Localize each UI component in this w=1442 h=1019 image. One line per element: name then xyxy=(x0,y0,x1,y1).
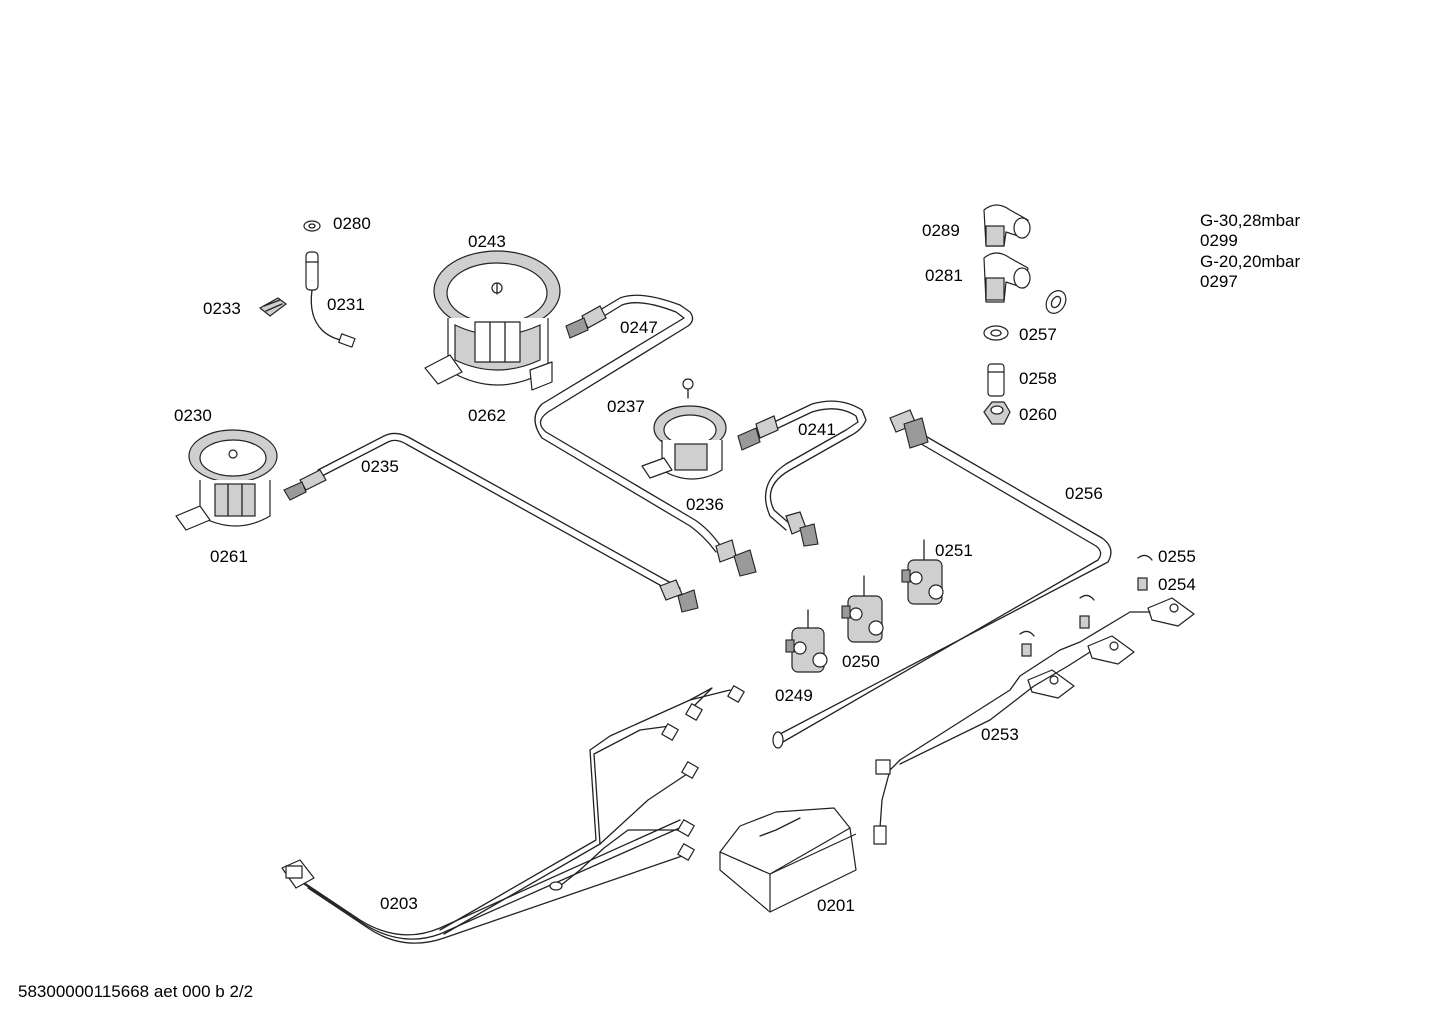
label-0233: 0233 xyxy=(203,299,241,318)
label-0247: 0247 xyxy=(620,318,658,337)
part-0254-spring xyxy=(1021,577,1148,657)
gas-variant-g20-part: 0297 xyxy=(1200,272,1238,291)
part-0251-gas-tap xyxy=(901,539,944,605)
part-0201-ignition-module xyxy=(719,807,857,913)
part-0253-ignition-switch-harness xyxy=(873,597,1195,845)
label-0250: 0250 xyxy=(842,652,880,671)
label-0243: 0243 xyxy=(468,232,506,251)
label-0280: 0280 xyxy=(333,214,371,233)
part-0247-gas-pipe xyxy=(534,294,757,577)
part-0230-burner-cap-left xyxy=(188,429,278,483)
label-0254: 0254 xyxy=(1158,575,1196,594)
part-0280-washer xyxy=(303,220,321,232)
label-0260: 0260 xyxy=(1019,405,1057,424)
label-0241: 0241 xyxy=(798,420,836,439)
label-0230: 0230 xyxy=(174,406,212,425)
label-0231: 0231 xyxy=(327,295,365,314)
part-0262-burner-base-large xyxy=(424,318,553,391)
label-0262: 0262 xyxy=(468,406,506,425)
part-0256-gas-rail xyxy=(772,409,1112,749)
part-0231-thermocouple xyxy=(305,251,356,348)
part-0257-washer xyxy=(983,325,1009,341)
label-0257: 0257 xyxy=(1019,325,1057,344)
label-0255: 0255 xyxy=(1158,547,1196,566)
part-0261-burner-base-left xyxy=(175,480,271,531)
label-0281: 0281 xyxy=(925,266,963,285)
part-0289-elbow xyxy=(983,204,1031,247)
label-0203: 0203 xyxy=(380,894,418,913)
part-0249-gas-tap xyxy=(785,609,828,673)
document-reference-footer: 58300000115668 aet 000 b 2/2 xyxy=(18,982,254,1001)
gas-variant-g30-label: G-30,28mbar xyxy=(1200,211,1301,230)
label-0261: 0261 xyxy=(210,547,248,566)
part-0241-gas-pipe xyxy=(737,400,867,547)
label-0258: 0258 xyxy=(1019,369,1057,388)
label-0253: 0253 xyxy=(981,725,1019,744)
label-0289: 0289 xyxy=(922,221,960,240)
gas-variant-g20-label: G-20,20mbar xyxy=(1200,252,1301,271)
part-0281-elbow xyxy=(983,252,1031,303)
part-0260-nut xyxy=(983,401,1011,425)
part-0235-gas-pipe xyxy=(283,432,699,613)
label-0237: 0237 xyxy=(607,397,645,416)
label-0256: 0256 xyxy=(1065,484,1103,503)
label-0251: 0251 xyxy=(935,541,973,560)
part-0243-burner-cap-large xyxy=(433,250,561,332)
part-0237-screw xyxy=(682,378,694,399)
label-0235: 0235 xyxy=(361,457,399,476)
label-0249: 0249 xyxy=(775,686,813,705)
part-0258-nipple xyxy=(987,363,1005,397)
part-0233-clip xyxy=(258,297,287,317)
part-0236-burner-middle xyxy=(641,405,727,480)
label-0201: 0201 xyxy=(817,896,855,915)
part-0203-wiring-harness xyxy=(281,685,745,944)
part-0255-clip xyxy=(1019,554,1153,637)
gas-variant-g30-part: 0299 xyxy=(1200,231,1238,250)
part-washer-0281 xyxy=(1045,290,1067,314)
part-0250-gas-tap xyxy=(841,575,884,643)
label-0236: 0236 xyxy=(686,495,724,514)
